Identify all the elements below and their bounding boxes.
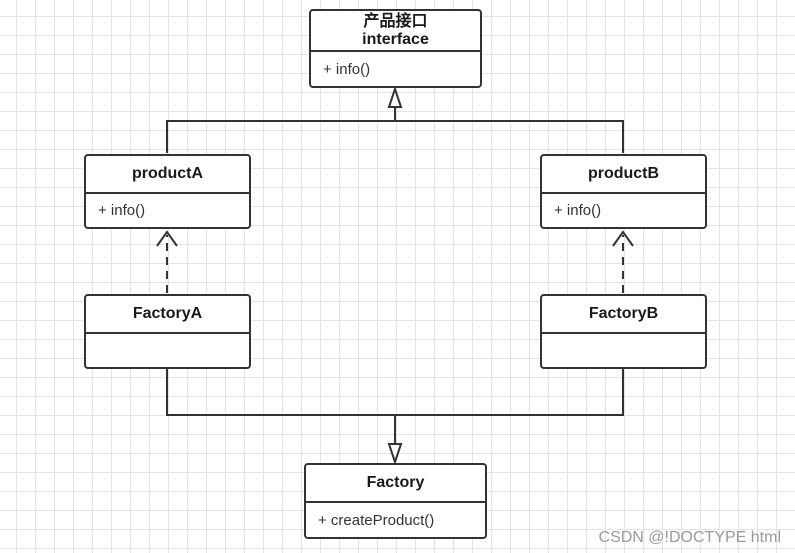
method-create-product: + createProduct() <box>318 511 435 529</box>
inheritance-line-productB-interface <box>395 120 624 153</box>
inheritance-line-factoryB-factory <box>395 369 624 416</box>
class-methods <box>86 334 249 367</box>
class-header: productB <box>542 156 705 194</box>
inheritance-line-factoryA-factory <box>166 369 395 416</box>
class-productA[interactable]: productA + info() <box>84 154 251 229</box>
class-methods: + info() <box>542 194 705 227</box>
method-info: + info() <box>323 60 371 78</box>
class-header: FactoryB <box>542 296 705 334</box>
class-name-chinese: 产品接口 <box>363 12 428 30</box>
class-methods: + info() <box>311 52 480 86</box>
class-factoryA[interactable]: FactoryA <box>84 294 251 369</box>
class-header: FactoryA <box>86 296 249 334</box>
class-header: productA <box>86 156 249 194</box>
class-factory[interactable]: Factory + createProduct() <box>304 463 487 539</box>
class-header: Factory <box>306 465 485 503</box>
inheritance-line-productA-interface <box>166 120 395 153</box>
open-arrowhead-productA <box>156 230 178 247</box>
class-header: 产品接口 interface <box>311 11 480 52</box>
method-info: + info() <box>98 202 146 219</box>
class-name: productB <box>587 165 660 182</box>
watermark-text: CSDN @!DOCTYPE html <box>598 529 781 546</box>
class-factoryB[interactable]: FactoryB <box>540 294 707 369</box>
open-arrowhead-productB <box>612 230 634 247</box>
class-name: interface <box>362 30 429 48</box>
class-interface[interactable]: 产品接口 interface + info() <box>309 9 482 88</box>
class-name: FactoryB <box>588 305 659 322</box>
class-name: FactoryA <box>132 305 203 322</box>
class-name: Factory <box>366 474 425 491</box>
hollow-arrowhead-factory <box>387 443 403 466</box>
class-name: productA <box>131 165 204 182</box>
class-methods: + info() <box>86 194 249 227</box>
class-methods: + createProduct() <box>306 503 485 537</box>
hollow-arrowhead-interface <box>387 85 403 108</box>
class-methods <box>542 334 705 367</box>
class-productB[interactable]: productB + info() <box>540 154 707 229</box>
method-info: + info() <box>554 202 602 219</box>
